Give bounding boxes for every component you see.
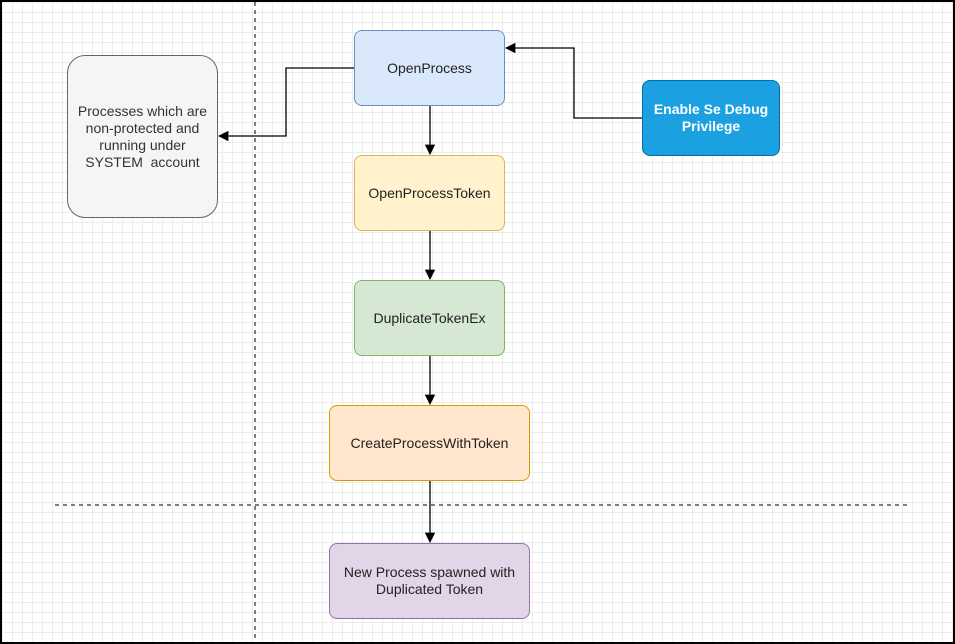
- node-new-process: New Process spawned with Duplicated Toke…: [329, 543, 530, 619]
- node-enable-se-debug: Enable Se Debug Privilege: [642, 80, 780, 156]
- node-create-process-with-token-label: CreateProcessWithToken: [350, 434, 509, 451]
- node-duplicate-token-ex-label: DuplicateTokenEx: [373, 309, 486, 326]
- node-create-process-with-token: CreateProcessWithToken: [329, 405, 530, 481]
- node-open-process-token-label: OpenProcessToken: [368, 184, 491, 201]
- node-target-processes-label: Processes which are non-protected and ru…: [77, 102, 211, 170]
- arrow-openprocess-to-processes: [217, 67, 354, 142]
- node-duplicate-token-ex: DuplicateTokenEx: [354, 280, 505, 356]
- node-open-process: OpenProcess: [354, 30, 505, 106]
- node-open-process-label: OpenProcess: [387, 59, 472, 76]
- arrow-sedebug-to-openprocess: [504, 42, 642, 119]
- node-target-processes: Processes which are non-protected and ru…: [67, 55, 218, 218]
- node-open-process-token: OpenProcessToken: [354, 155, 505, 231]
- node-new-process-label: New Process spawned with Duplicated Toke…: [343, 564, 516, 597]
- node-enable-se-debug-label: Enable Se Debug Privilege: [653, 101, 769, 134]
